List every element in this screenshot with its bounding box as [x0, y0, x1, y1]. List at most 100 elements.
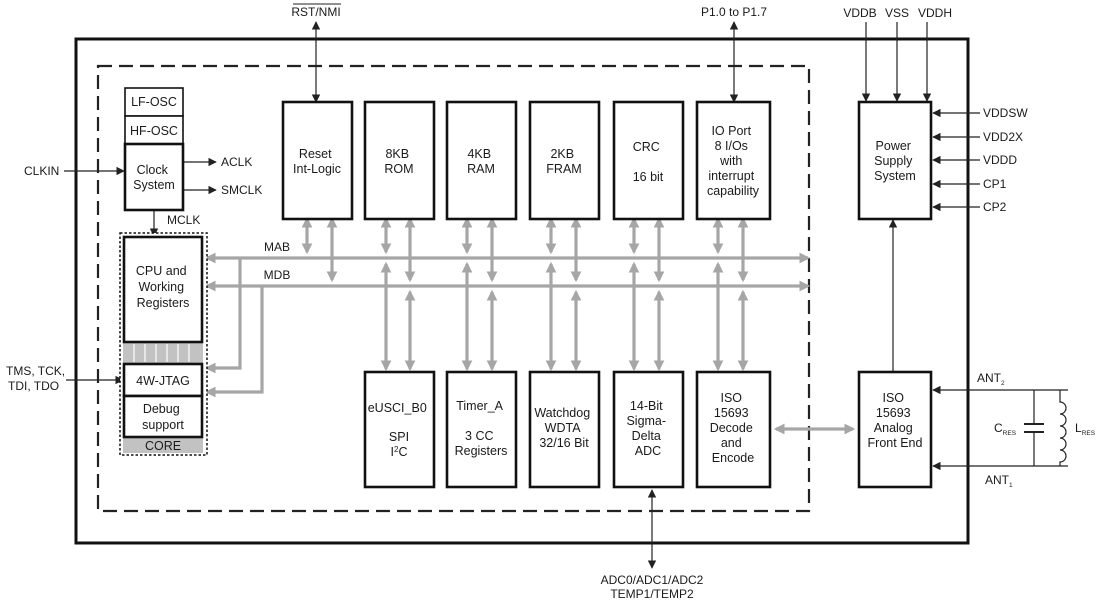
iso-dec-line-3: Decode: [710, 421, 753, 435]
rst-nmi-label: RST/NMI: [291, 5, 340, 19]
watchdog-line-3: 32/16 Bit: [539, 436, 589, 450]
svg-text:CRC 16 bit: CRC 16 bit: [633, 140, 664, 184]
adc-line-2: Sigma-: [626, 414, 666, 428]
svg-text:Power Supply Syste: Power Supply System: [874, 139, 916, 183]
vddb-label: VDDB: [843, 6, 876, 20]
cres-capacitor: [1024, 390, 1044, 466]
ioport-line-3: with: [719, 154, 742, 168]
iso-decode-block: ISO 15693 Decode and Encode: [695, 370, 772, 489]
cpu-line-3: Registers: [137, 296, 190, 310]
ant2-label: ANT2: [977, 371, 1005, 387]
debug-line-2: support: [142, 418, 184, 432]
core-footer: [123, 437, 203, 453]
rom-line-1: 8KB: [385, 147, 409, 161]
rom-block: 8KB ROM: [363, 100, 436, 221]
svg-text:ISO 15693 Decode: ISO 15693 Decode and Encode: [710, 391, 757, 465]
timer-line-3: 3 CC: [465, 429, 493, 443]
crc-line-1: CRC: [633, 140, 660, 154]
debug-line-1: Debug: [143, 402, 180, 416]
iso-dec-line-2: 15693: [714, 406, 749, 420]
eusci-i2c-sup: 2: [394, 445, 399, 454]
ioport-line-2: 8 I/Os: [715, 139, 748, 153]
jtag-pins-label-2: TDI, TDO: [8, 379, 59, 393]
core-strip-ticks: [133, 344, 190, 362]
svg-text:IO Port 8 I/Os wit: IO Port 8 I/Os with interrupt capability: [707, 124, 760, 198]
ioport-line-1: IO Port: [711, 124, 751, 138]
eusci-line-1: eUSCI_B0: [368, 401, 427, 415]
lres-sub: RES: [1082, 430, 1096, 437]
fram-line-1: 2KB: [550, 147, 574, 161]
fram-block: 2KB FRAM: [528, 100, 601, 221]
timer-block: Timer_A 3 CC Registers: [445, 370, 518, 489]
aclk-label: ACLK: [221, 155, 252, 169]
cpu-line-2: Working: [138, 280, 184, 294]
svg-text:Timer_A 3 CC Regis: Timer_A 3 CC Registers: [455, 399, 508, 458]
bottom-bus-links: [380, 261, 749, 372]
iso-dec-line-1: ISO: [720, 391, 742, 405]
ioport-block: IO Port 8 I/Os with interrupt capability: [695, 100, 772, 221]
svg-text:Clock System: Clock System: [133, 163, 175, 192]
adc-line-1: 14-Bit: [630, 399, 663, 413]
power-line-2: Supply: [874, 154, 913, 168]
debug-block: Debug support: [122, 394, 204, 439]
jtag-pins-label-1: TMS, TCK,: [6, 364, 65, 378]
cpu-line-1: CPU and: [136, 264, 187, 278]
vddsw-label: VDDSW: [983, 106, 1028, 120]
hf-osc-label: HF-OSC: [130, 124, 178, 138]
iso-afe-line-4: Front End: [868, 436, 923, 450]
watchdog-block: Watchdog WDTA 32/16 Bit: [528, 370, 601, 489]
watchdog-line-2: WDTA: [545, 421, 582, 435]
clock-line-2: System: [133, 178, 175, 192]
vdd2x-label: VDD2X: [983, 130, 1023, 144]
adc-line-3: Delta: [632, 429, 661, 443]
iso-afe-line-1: ISO: [882, 391, 904, 405]
jtag-mdb-link: [204, 286, 264, 398]
eusci-line-3: SPI: [389, 430, 409, 444]
vss-label: VSS: [885, 6, 909, 20]
vddh-label: VDDH: [918, 6, 952, 20]
eusci-i2c-i: I: [391, 445, 394, 459]
svg-text:ISO 15693 Analog: ISO 15693 Analog Front End: [868, 391, 923, 450]
iso-dec-line-5: Encode: [712, 451, 754, 465]
watchdog-line-1: Watchdog: [534, 406, 590, 420]
clock-system-block: Clock System: [123, 142, 185, 212]
core-label: CORE: [145, 439, 181, 453]
rom-line-2: ROM: [384, 162, 413, 176]
ram-block: 4KB RAM: [445, 100, 518, 221]
reset-block: Reset Int-Logic: [281, 100, 354, 221]
lres-label: LRES: [1075, 421, 1096, 437]
svg-text:CPU and Working Re: CPU and Working Registers: [136, 264, 190, 310]
cpu-block: CPU and Working Registers: [122, 235, 204, 344]
iso-afe-line-3: Analog: [874, 421, 913, 435]
adc-line-4: ADC: [635, 444, 661, 458]
svg-text:8KB ROM: 8KB ROM: [384, 147, 413, 176]
chip-outline: [74, 37, 970, 545]
iso-afe-block: ISO 15693 Analog Front End: [857, 370, 933, 489]
svg-text:Reset Int-Logic: Reset Int-Logic: [293, 147, 341, 176]
adc-block: 14-Bit Sigma- Delta ADC: [612, 370, 685, 489]
ant1-label: ANT1: [985, 473, 1013, 489]
jtag-mab-link: [204, 258, 242, 374]
svg-text:4KB RAM: 4KB RAM: [467, 147, 495, 176]
cp2-label: CP2: [983, 200, 1007, 214]
mab-label: MAB: [264, 240, 290, 254]
ant1-sub: 1: [1009, 482, 1013, 489]
jtag-block: 4W-JTAG: [122, 362, 204, 398]
svg-text:I2C: I2C: [391, 445, 408, 459]
cres-sub: RES: [1003, 430, 1017, 437]
svg-text:Debug support: Debug support: [142, 402, 184, 432]
power-supply-block: Power Supply System: [857, 100, 933, 221]
ram-line-1: 4KB: [467, 147, 491, 161]
timer-line-1: Timer_A: [456, 399, 503, 413]
svg-text:Watchdog WDTA 32/1: Watchdog WDTA 32/16 Bit: [534, 406, 593, 450]
power-line-3: System: [874, 169, 916, 183]
top-bus-links: [301, 216, 749, 283]
clkin-label: CLKIN: [24, 164, 59, 178]
ioport-line-4: interrupt: [708, 169, 754, 183]
eusci-block: eUSCI_B0 SPI I2C: [363, 370, 436, 489]
svg-text:eUSCI_B0 SPI: eUSCI_B0 SPI: [368, 401, 431, 444]
adc-pins-label-2: TEMP1/TEMP2: [610, 587, 694, 601]
fram-line-2: FRAM: [546, 162, 581, 176]
iso-afe-line-2: 15693: [876, 406, 911, 420]
